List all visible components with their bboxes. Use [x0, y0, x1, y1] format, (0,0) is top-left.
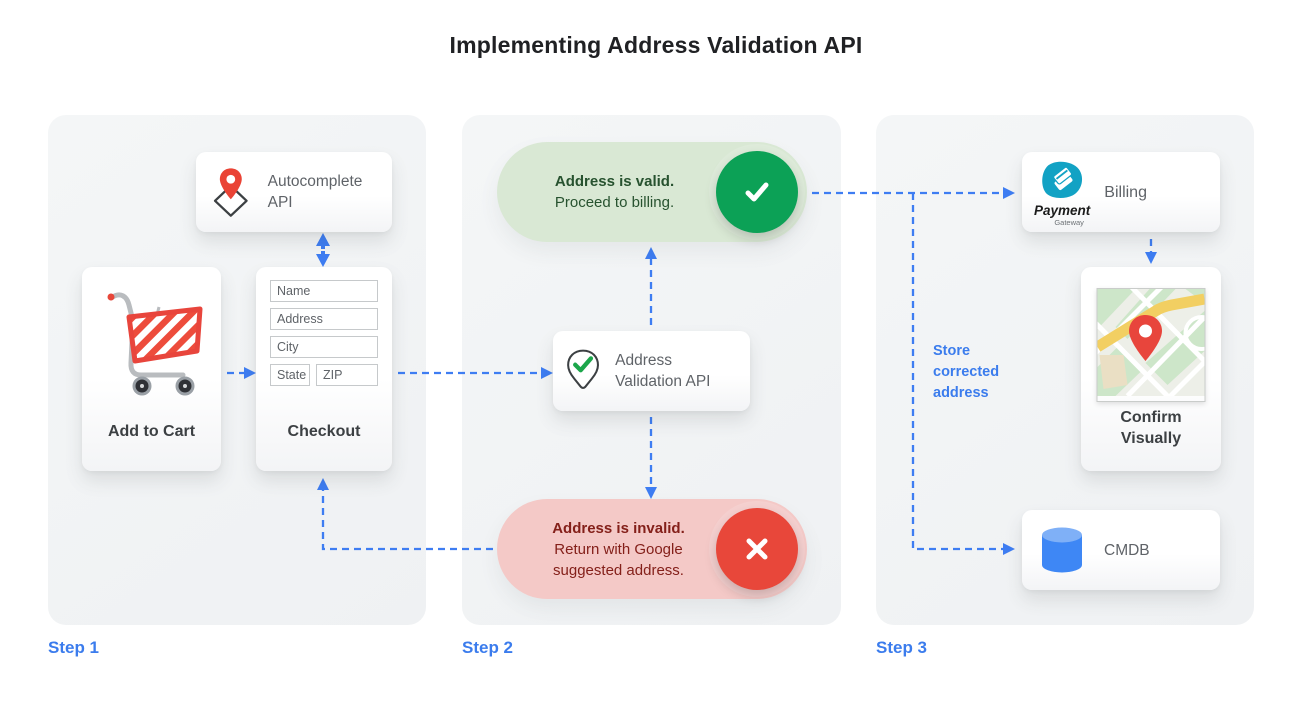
- address-invalid-text: Address is invalid. Return with Google s…: [497, 518, 716, 581]
- map-pin-diamond-icon: [213, 168, 248, 217]
- map-thumbnail: [1085, 279, 1220, 402]
- store-corrected-address-note: Store corrected address: [933, 343, 1000, 401]
- autocomplete-api-label: Autocomplete API: [267, 173, 363, 211]
- checkout-form: Name Address City State ZIP: [270, 280, 378, 386]
- state-field[interactable]: State: [270, 364, 310, 386]
- step3-label: Step 3: [876, 638, 928, 657]
- address-invalid-pill: Address is invalid. Return with Google s…: [497, 499, 807, 599]
- billing-card: Payment Gateway Billing: [1022, 152, 1220, 232]
- cmdb-card: CMDB: [1022, 510, 1220, 590]
- name-field[interactable]: Name: [270, 280, 378, 302]
- step1-label: Step 1: [48, 638, 100, 657]
- shopping-cart-icon: [96, 285, 208, 406]
- gateway-logo-word: Gateway: [1054, 217, 1084, 227]
- add-to-cart-card: Add to Cart: [82, 267, 221, 471]
- address-invalid-line1: Address is invalid.: [552, 519, 685, 537]
- payment-logo-word: Payment: [1034, 203, 1091, 218]
- add-to-cart-label: Add to Cart: [107, 423, 196, 440]
- address-validation-api-label: Address Validation API: [615, 352, 711, 390]
- confirm-visually-card: Confirm Visually: [1081, 267, 1221, 471]
- address-validation-api-card: Address Validation API: [553, 331, 750, 411]
- address-invalid-line2: Return with Google suggested address.: [553, 540, 684, 579]
- address-valid-pill: Address is valid. Proceed to billing.: [497, 142, 807, 242]
- page-title: Implementing Address Validation API: [449, 32, 863, 58]
- confirm-visually-label: Confirm Visually: [1120, 409, 1182, 447]
- check-circle-icon: [716, 151, 798, 233]
- database-cylinder-icon: [1034, 525, 1090, 575]
- zip-field[interactable]: ZIP: [316, 364, 378, 386]
- map-pin-check-icon: [567, 349, 599, 389]
- billing-label: Billing: [1104, 183, 1147, 201]
- address-valid-text: Address is valid. Proceed to billing.: [497, 171, 716, 213]
- cmdb-label: CMDB: [1104, 541, 1150, 559]
- payment-gateway-logo: Payment Gateway: [1034, 158, 1090, 226]
- city-field[interactable]: City: [270, 336, 378, 358]
- address-valid-line1: Address is valid.: [554, 173, 675, 190]
- checkout-card: Name Address City State ZIP Checkout: [256, 267, 392, 471]
- checkout-label: Checkout: [287, 423, 361, 440]
- address-field[interactable]: Address: [270, 308, 378, 330]
- address-valid-line2: Proceed to billing.: [554, 194, 675, 211]
- x-circle-icon: [716, 508, 798, 590]
- step2-label: Step 2: [462, 638, 514, 657]
- autocomplete-api-card: Autocomplete API: [196, 152, 392, 232]
